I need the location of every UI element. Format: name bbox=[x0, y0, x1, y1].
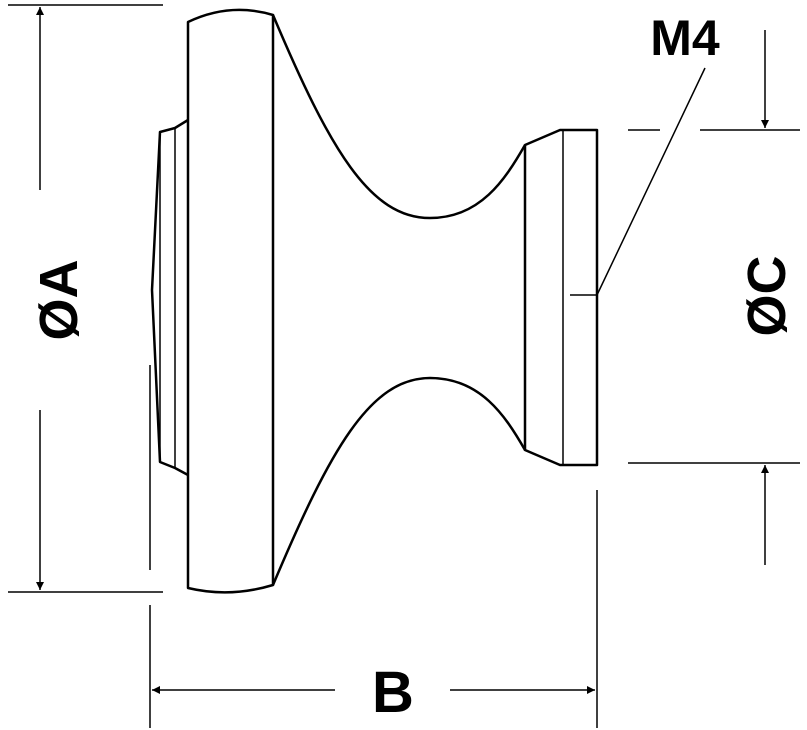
label-diameter-a: ØA bbox=[29, 260, 89, 341]
knob-flare bbox=[271, 14, 527, 220]
label-length-b: B bbox=[372, 660, 414, 725]
knob-face-plate bbox=[150, 118, 189, 477]
knob-base bbox=[523, 128, 599, 467]
label-thread-m4: M4 bbox=[650, 10, 720, 66]
thread-leader-line bbox=[596, 67, 706, 296]
label-diameter-c: ØC bbox=[737, 256, 797, 337]
knob-head bbox=[186, 8, 275, 594]
